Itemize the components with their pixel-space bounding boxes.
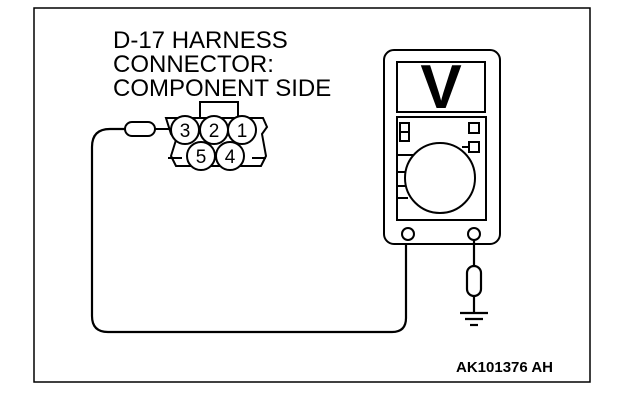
meter-indicator-2 [468,141,480,153]
pin-4 [215,141,245,171]
probe-body [124,121,156,137]
pin-1 [227,115,257,145]
pin-label-2: 2 [209,121,220,142]
ground-probe-body [465,264,483,298]
pin-label-1: 1 [237,121,248,142]
title-line-3: COMPONENT SIDE [113,75,331,102]
meter-display-symbol: V [420,53,461,122]
meter-jack-com [401,227,415,241]
pin-label-4: 4 [225,147,236,168]
meter-display [396,61,486,113]
meter-jack-v [467,227,481,241]
voltmeter-icon [383,49,501,245]
title-line-1: D-17 HARNESS [113,27,288,54]
connector-title: D-17 HARNESS CONNECTOR: COMPONENT SIDE [113,27,331,102]
meter-dial [404,142,476,214]
ground-symbol-icon [460,311,488,327]
connector-pin-labels: 3 2 1 5 4 [180,121,248,168]
meter-indicator-1 [468,122,480,134]
pin-label-3: 3 [180,121,191,142]
figure-code: AK101376 AH [456,359,553,376]
test-lead-wire [90,127,408,334]
ground-lead [465,240,483,313]
title-line-2: CONNECTOR: [113,51,274,78]
pin-label-5: 5 [196,147,207,168]
connector-lock-tab [199,101,239,119]
